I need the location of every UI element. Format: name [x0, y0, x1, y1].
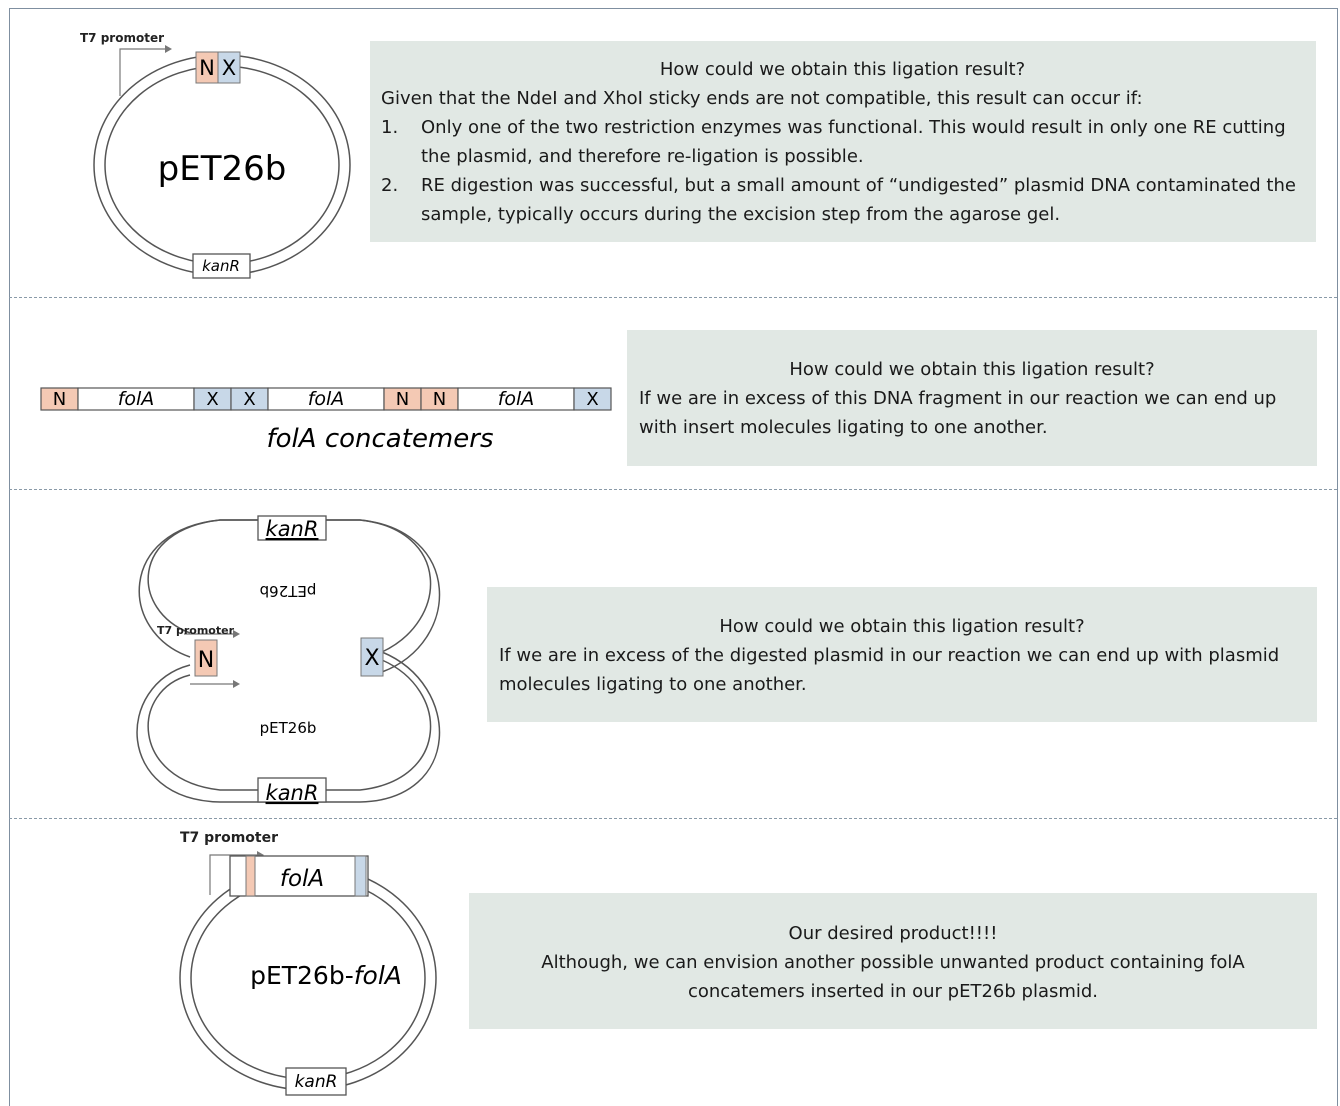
ndei-label: N [433, 389, 446, 410]
panel3-explanation-box: How could we obtain this ligation result… [487, 587, 1317, 722]
figure-frame [9, 8, 1338, 1106]
ndei-label: N [198, 648, 214, 673]
kanr-label-top: kanR [266, 517, 319, 541]
explanation-title: How could we obtain this ligation result… [719, 616, 1085, 637]
panel2-explanation-box: How could we obtain this ligation result… [627, 330, 1317, 466]
xhoi-junction [354, 855, 367, 897]
panel4-product-diagram: T7 promoter folA pET26b-folA kanR [179, 830, 437, 1096]
kanr-box-bottom [257, 777, 327, 803]
fola-segment-label: folA [308, 388, 345, 410]
explanation-list: 1. Only one of the two restriction enzyme… [381, 113, 1304, 229]
explanation-intro: Given that the NdeI and XhoI sticky ends… [381, 88, 1143, 109]
xhoi-label: X [364, 646, 379, 671]
ndei-junction [245, 855, 256, 897]
kanr-box [192, 253, 251, 279]
panel-divider [9, 489, 1337, 490]
concatemer-caption: folA concatemers [267, 424, 494, 454]
arrow-head [233, 630, 240, 638]
xhoi-label: X [206, 389, 218, 410]
arrow-head [233, 680, 240, 688]
kanr-box [285, 1067, 347, 1096]
promoter-label: T7 promoter [180, 830, 278, 846]
plasmid-prefix: pET26b- [250, 961, 354, 990]
kanr-label-bottom: kanR [266, 781, 319, 805]
explanation-title: Our desired product!!!! [788, 923, 998, 944]
xhoi-label: X [243, 389, 255, 410]
xhoi-site-box [217, 51, 241, 84]
promoter-arrow [119, 48, 165, 96]
panel-divider [9, 818, 1337, 819]
explanation-body: If we are in excess of this DNA fragment… [639, 388, 1277, 438]
kanr-box-top [257, 515, 327, 541]
fola-insert-label: folA [280, 866, 324, 892]
ndei-label: N [53, 389, 66, 410]
plasmid-name: pET26b-folA [250, 961, 402, 990]
ndei-label: N [199, 56, 215, 80]
panel1-explanation-box: How could we obtain this ligation result… [370, 41, 1316, 242]
explanation-title: How could we obtain this ligation result… [789, 359, 1155, 380]
arrow-head [165, 45, 172, 53]
list-text: RE digestion was successful, but a small… [421, 175, 1296, 225]
kanr-label: kanR [295, 1072, 338, 1092]
panel-divider [9, 297, 1337, 298]
explanation-body: Although, we can envision another possib… [541, 952, 1245, 1002]
list-item: 1. Only one of the two restriction enzyme… [381, 113, 1304, 171]
kanr-label: kanR [202, 257, 240, 275]
plasmid-name: pET26b [260, 719, 317, 737]
list-text: Only one of the two restriction enzymes … [421, 117, 1286, 167]
xhoi-site-box [573, 387, 612, 411]
promoter-label: T7 promoter [80, 31, 164, 45]
panel1-plasmid-diagram: T7 promoter kanR N X pET26b [80, 31, 351, 279]
xhoi-site-box [360, 637, 384, 677]
ndei-label: N [396, 389, 409, 410]
plasmid-name-inverted: pET26b [260, 582, 317, 600]
plasmid-gene: folA [354, 961, 402, 990]
panel3-dimer-diagram: kanR kanR pET26b pET26b T7 promoter N X [136, 515, 441, 805]
xhoi-label: X [222, 56, 236, 80]
list-number: 1. [381, 117, 399, 138]
panel4-explanation-box: Our desired product!!!! Although, we can… [469, 893, 1317, 1029]
xhoi-label: X [586, 389, 598, 410]
promoter-arrow [209, 854, 257, 895]
list-number: 2. [381, 175, 399, 196]
ndei-site-box [194, 639, 218, 677]
explanation-title: How could we obtain this ligation result… [659, 59, 1026, 80]
list-item: 2. RE digestion was successful, but a sma… [381, 171, 1304, 229]
fola-segment-label: folA [498, 388, 535, 410]
promoter-label: T7 promoter [157, 624, 235, 637]
fola-segment-label: folA [118, 388, 155, 410]
plasmid-name: pET26b [158, 149, 287, 189]
upper-plasmid-inner [138, 519, 441, 673]
explanation-body: If we are in excess of the digested plas… [499, 645, 1280, 695]
